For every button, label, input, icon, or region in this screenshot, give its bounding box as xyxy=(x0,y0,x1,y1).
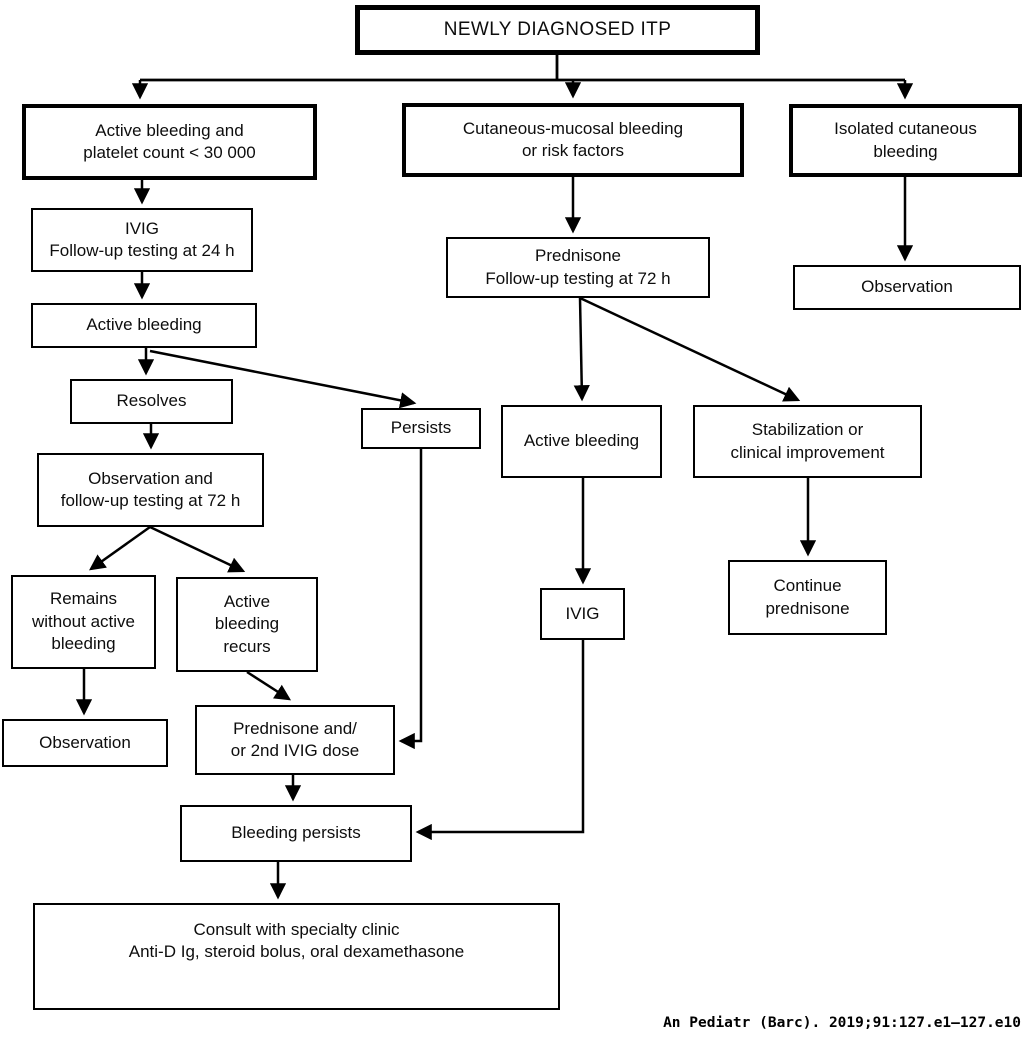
node-observation-followup-72h: Observation and follow-up testing at 72 … xyxy=(37,453,264,527)
arrow-active-bleeding-to-persists xyxy=(149,349,417,409)
node-observation-right: Observation xyxy=(793,265,1021,310)
node-isolated-cutaneous-bleeding: Isolated cutaneous bleeding xyxy=(789,104,1022,177)
node-observation-left: Observation xyxy=(2,719,168,767)
node-prednisone-2nd-ivig: Prednisone and/ or 2nd IVIG dose xyxy=(195,705,395,775)
node-continue-prednisone: Continue prednisone xyxy=(728,560,887,635)
node-active-bleeding-mid-label: Active bleeding xyxy=(523,431,640,451)
node-active-bleeding-left-label: Active bleeding xyxy=(86,315,202,335)
node-active-bleeding-recurs: Active bleeding recurs xyxy=(176,577,318,672)
node-bleeding-persists: Bleeding persists xyxy=(180,805,412,862)
node-prednisone-followup-72h-label: Prednisone Follow-up testing at 72 h xyxy=(485,246,671,288)
node-persists: Persists xyxy=(361,408,481,449)
arrow-prednisone72-to-active-bleeding-mid xyxy=(573,297,590,402)
arrow-ivig-to-bleeding-persists xyxy=(415,640,585,841)
node-consult-specialty-clinic: Consult with specialty clinic Anti-D Ig,… xyxy=(33,903,560,1010)
node-active-bleeding-platelet-count: Active bleeding and platelet count < 30 … xyxy=(22,104,317,180)
arrow-recurs-to-prednisone-ivig xyxy=(246,670,292,701)
node-ivig-mid-label: IVIG xyxy=(565,603,600,623)
node-cutaneous-mucosal-bleeding-label: Cutaneous-mucosal bleeding or risk facto… xyxy=(462,118,684,160)
node-ivig-followup-24h-label: IVIG Follow-up testing at 24 h xyxy=(49,218,235,260)
node-newly-diagnosed-itp: NEWLY DIAGNOSED ITP xyxy=(355,5,760,55)
node-cutaneous-mucosal-bleeding: Cutaneous-mucosal bleeding or risk facto… xyxy=(402,103,744,177)
node-consult-specialty-clinic-label: Consult with specialty clinic Anti-D Ig,… xyxy=(128,920,465,962)
node-ivig-followup-24h: IVIG Follow-up testing at 24 h xyxy=(31,208,253,272)
node-newly-diagnosed-itp-label: NEWLY DIAGNOSED ITP xyxy=(443,19,672,41)
node-active-bleeding-mid: Active bleeding xyxy=(501,405,662,478)
node-resolves: Resolves xyxy=(70,379,233,424)
arrow-prednisone72-to-stabilization xyxy=(579,296,801,402)
arrow-obs72-to-remains xyxy=(89,525,151,571)
node-prednisone-followup-72h: Prednisone Follow-up testing at 72 h xyxy=(446,237,710,298)
node-persists-label: Persists xyxy=(390,418,452,438)
arrow-obs72-to-recurs xyxy=(149,525,246,573)
journal-citation: An Pediatr (Barc). 2019;91:127.e1–127.e1… xyxy=(663,1015,1021,1031)
node-active-bleeding-recurs-label: Active bleeding recurs xyxy=(214,591,280,656)
node-bleeding-persists-label: Bleeding persists xyxy=(231,823,361,843)
node-prednisone-2nd-ivig-label: Prednisone and/ or 2nd IVIG dose xyxy=(230,718,360,760)
node-remains-without-bleeding-label: Remains without active bleeding xyxy=(32,589,135,654)
node-observation-left-label: Observation xyxy=(39,732,131,752)
node-active-bleeding-left: Active bleeding xyxy=(31,303,257,348)
node-active-bleeding-platelet-count-label: Active bleeding and platelet count < 30 … xyxy=(83,120,256,162)
node-resolves-label: Resolves xyxy=(116,391,187,411)
node-stabilization-improvement-label: Stabilization or clinical improvement xyxy=(730,420,885,462)
node-remains-without-bleeding: Remains without active bleeding xyxy=(11,575,156,669)
node-observation-followup-72h-label: Observation and follow-up testing at 72 … xyxy=(60,468,241,510)
node-isolated-cutaneous-bleeding-label: Isolated cutaneous bleeding xyxy=(834,119,977,161)
node-observation-right-label: Observation xyxy=(861,277,953,297)
arrow-persists-to-prednisone-ivig xyxy=(398,449,423,750)
node-continue-prednisone-label: Continue prednisone xyxy=(765,576,850,618)
node-ivig-mid: IVIG xyxy=(540,588,625,640)
node-stabilization-improvement: Stabilization or clinical improvement xyxy=(693,405,922,478)
